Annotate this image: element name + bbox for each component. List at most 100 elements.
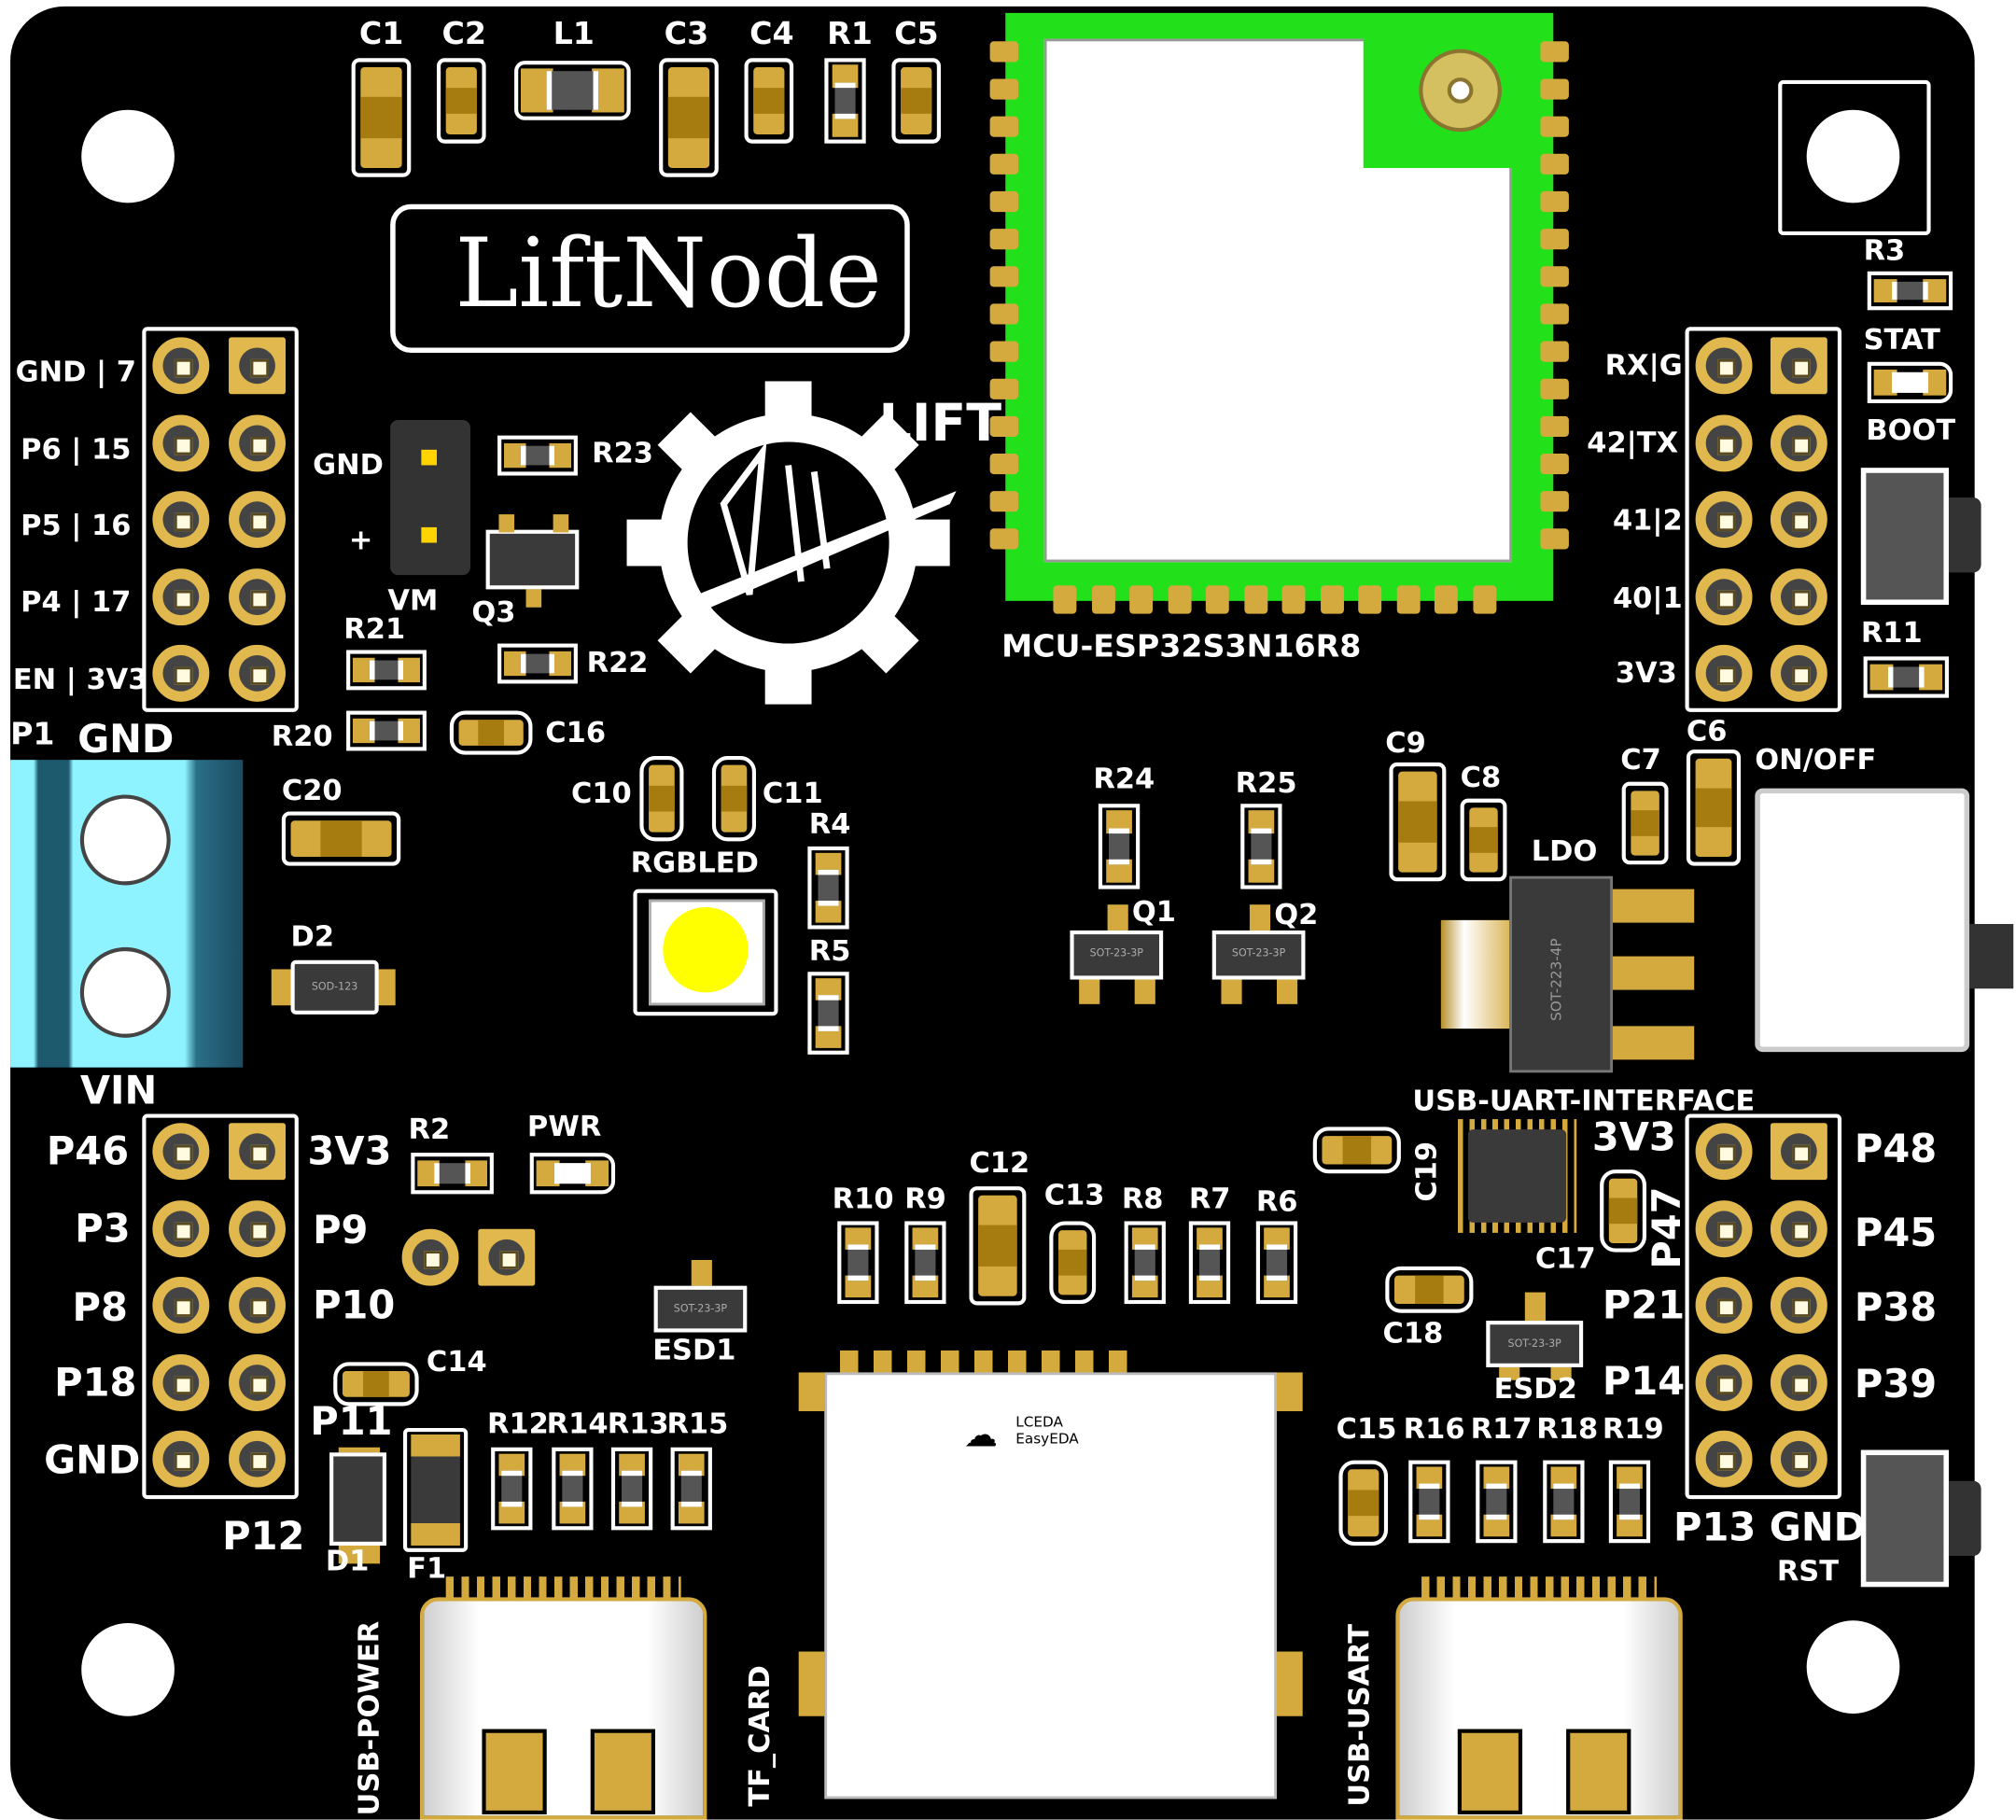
label-vm: VM: [387, 585, 439, 618]
label-c12: C12: [969, 1147, 1030, 1181]
label-r12: R12: [486, 1408, 549, 1441]
label-r14: R14: [546, 1408, 609, 1441]
header-label: P8: [72, 1285, 128, 1332]
label-usb-power: USB-POWER: [354, 1620, 386, 1816]
label-r25: R25: [1235, 767, 1297, 801]
esp32-pad: [1540, 415, 1569, 437]
left-header-outline: [142, 327, 299, 712]
label-r10: R10: [832, 1183, 894, 1216]
label-esd2: ESD2: [1493, 1373, 1577, 1407]
left-header-label: P5 | 16: [21, 510, 132, 543]
mounting-hole: [1806, 109, 1900, 203]
boot-button[interactable]: [1860, 468, 1949, 605]
boot-button-actuator[interactable]: [1948, 497, 1981, 573]
esp32-pad: [1281, 585, 1306, 614]
header-label: P45: [1854, 1211, 1938, 1256]
ldo-pin: [1608, 956, 1695, 990]
power-switch-lever[interactable]: [1969, 923, 2014, 989]
logo-text: LIFT: [878, 394, 1002, 454]
header-pin: [1770, 1276, 1827, 1334]
mcu-label: MCU-ESP32S3N16R8: [1001, 627, 1362, 665]
header-pin: [1770, 491, 1827, 549]
header-label: P48: [1854, 1127, 1938, 1172]
header-label: P12: [222, 1514, 305, 1561]
esp32-pad: [989, 378, 1019, 399]
label-c4: C4: [749, 15, 794, 52]
hole-outline: [1778, 79, 1931, 235]
q3-leg: [553, 514, 569, 533]
esp32-pad: [989, 415, 1019, 437]
esd2: SOT-23-3P: [1486, 1321, 1584, 1367]
mounting-hole: [1806, 1620, 1900, 1714]
right-header-label: RX|G: [1604, 350, 1683, 383]
resistor-r21: [346, 650, 427, 691]
left-header-label: P6 | 15: [21, 434, 132, 467]
header-label: P38: [1854, 1285, 1938, 1332]
esp32-pad: [989, 303, 1019, 325]
header-pin: [152, 1353, 210, 1411]
label-vin: VIN: [79, 1069, 158, 1114]
esp32-pad: [1540, 266, 1569, 287]
esp32-pad: [1053, 585, 1077, 614]
terminal-screw: [79, 946, 171, 1038]
resistor-r14: [552, 1447, 594, 1531]
power-switch[interactable]: [1755, 788, 1970, 1053]
header-pin: [152, 413, 210, 471]
esd2-package: SOT-23-3P: [1507, 1337, 1561, 1350]
esp32-pad: [1167, 585, 1191, 614]
reset-button-actuator[interactable]: [1948, 1480, 1981, 1557]
usb-c-usart-port[interactable]: [1395, 1597, 1683, 1820]
label-r8: R8: [1121, 1183, 1164, 1216]
capacitor-c2: [436, 58, 486, 144]
usb-usart-leg: [1566, 1729, 1631, 1814]
bottom-left-header-outline: [142, 1113, 299, 1500]
ldo-regulator: [1509, 875, 1613, 1073]
resistor-r6: [1255, 1221, 1298, 1305]
d2-package: SOD-123: [311, 980, 358, 993]
esp32-pad: [1472, 585, 1496, 614]
capacitor-c4: [744, 58, 794, 144]
esp32-pad: [1205, 585, 1229, 614]
tf-card-slot[interactable]: [824, 1372, 1277, 1799]
esp32-pad: [1540, 229, 1569, 250]
capacitor-c18: [1385, 1266, 1474, 1313]
label-tf-card: TF_CARD: [744, 1665, 777, 1807]
resistor-r11: [1863, 656, 1949, 698]
resistor-r9: [904, 1221, 946, 1305]
label-c20: C20: [281, 775, 343, 808]
ldo-pin: [1608, 889, 1695, 923]
esp32-pad: [989, 229, 1019, 250]
label-stat: STAT: [1863, 324, 1940, 357]
label-ldo: LDO: [1531, 835, 1598, 869]
terminal-screw: [79, 794, 171, 886]
diode-d2: SOD-123: [290, 959, 379, 1015]
header-pin: [229, 1276, 286, 1334]
capacitor-c12: [969, 1186, 1027, 1306]
esp32-pad: [1540, 116, 1569, 137]
header-pin: [229, 337, 286, 395]
esp32-pad: [1540, 453, 1569, 475]
pwr-led: [529, 1153, 616, 1195]
esp32-pad: [1243, 585, 1267, 614]
header-pin: [152, 567, 210, 625]
label-p1: P1: [10, 716, 55, 752]
header-pin: [229, 1199, 286, 1257]
ldo-package: SOT-223-4P: [1547, 938, 1565, 1021]
label-p47: P47: [1645, 1186, 1691, 1269]
usb-c-power-port[interactable]: [419, 1597, 707, 1820]
q1-package: SOT-23-3P: [1089, 946, 1143, 959]
label-c18: C18: [1382, 1318, 1444, 1351]
header-pin: [1695, 1276, 1753, 1334]
motor-jumper: [390, 419, 470, 576]
header-label: P9: [313, 1208, 369, 1254]
reset-button[interactable]: [1860, 1449, 1949, 1588]
header-pin: [152, 1123, 210, 1181]
rgbled-outline: [633, 889, 778, 1016]
resistor-r8: [1124, 1221, 1166, 1305]
resistor-r7: [1188, 1221, 1231, 1305]
label-gnd: GND: [77, 717, 175, 763]
label-on-off: ON/OFF: [1755, 744, 1877, 777]
resistor-r4: [807, 846, 849, 930]
capacitor-c13: [1049, 1221, 1097, 1305]
header-pin: [1695, 1353, 1753, 1411]
